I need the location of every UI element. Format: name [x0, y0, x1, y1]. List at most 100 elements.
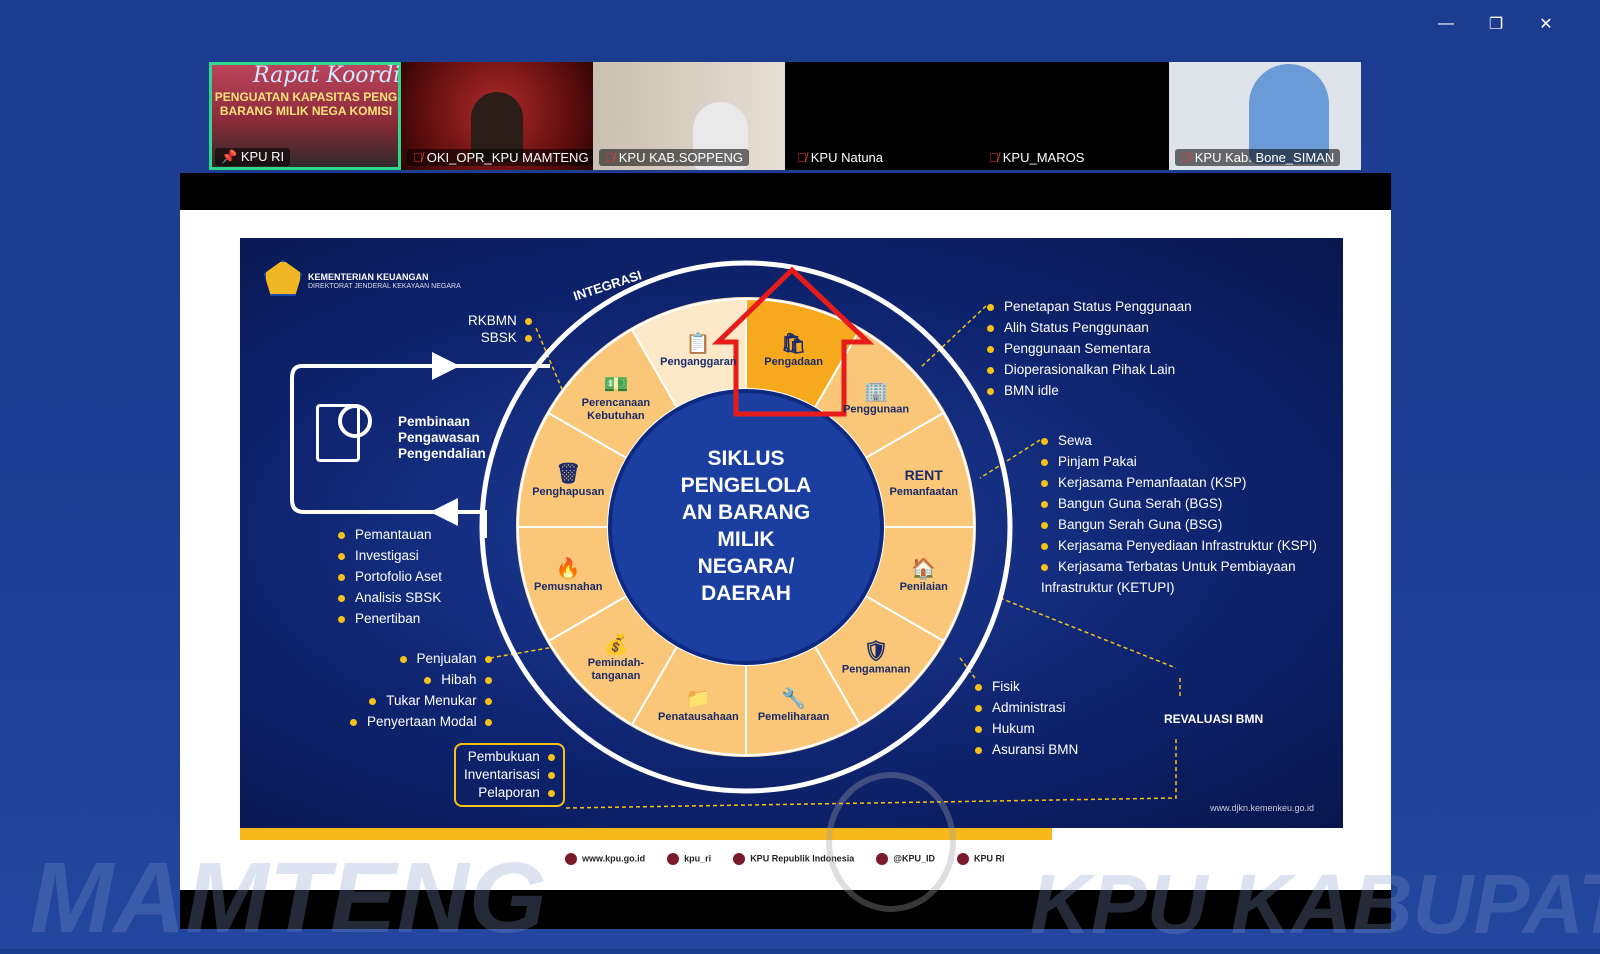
- list-item: Hibah: [350, 669, 492, 690]
- dashed-connector: [489, 645, 561, 659]
- participant-tile[interactable]: 🎙̸KPU Kab. Bone_SIMAN: [1169, 62, 1361, 170]
- list-item: Penyertaan Modal: [350, 711, 492, 732]
- segment-label: Pemeliharaan: [758, 711, 830, 723]
- participant-tile[interactable]: 🎙̸KPU KAB.SOPPENG: [593, 62, 785, 170]
- mic-muted-icon: 🎙̸: [989, 150, 999, 165]
- segment-icon: 🛡: [863, 640, 888, 663]
- watermark-text: MAMTENG: [30, 842, 547, 954]
- list-item: Pembukuan: [464, 748, 555, 766]
- list-item: Bangun Guna Serah (BGS): [1041, 493, 1341, 514]
- revaluasi-label: REVALUASI BMN: [1164, 712, 1264, 726]
- list-item: Pemantauan: [338, 524, 442, 545]
- list-item: Kerjasama Penyediaan Infrastruktur (KSPI…: [1041, 535, 1341, 556]
- note-rkbmn: RKBMN: [468, 312, 532, 329]
- list-item: Analisis SBSK: [338, 587, 442, 608]
- mic-muted-icon: 🎙̸: [797, 150, 807, 165]
- list-item: Kerjasama Pemanfaatan (KSP): [1041, 472, 1341, 493]
- center-title-line: MILIK: [717, 528, 774, 551]
- center-title-line: PENGELOLA: [681, 474, 812, 497]
- list-item: Inventarisasi: [464, 766, 555, 784]
- watermark-text: KPU KABUPATEN: [1030, 857, 1600, 951]
- list-item: Pelaporan: [464, 784, 555, 802]
- list-item: Penjualan: [350, 648, 492, 669]
- list-item: Kerjasama Terbatas Untuk Pembiayaan Infr…: [1041, 556, 1341, 598]
- list-item: Penggunaan Sementara: [987, 338, 1192, 359]
- list-item: Penetapan Status Penggunaan: [987, 296, 1192, 317]
- facebook-link: KPU Republik Indonesia: [733, 853, 854, 865]
- segment-label: tanganan: [591, 670, 640, 682]
- slide-frame: KEMENTERIAN KEUANGAN DIREKTORAT JENDERAL…: [180, 210, 1391, 890]
- slide: KEMENTERIAN KEUANGAN DIREKTORAT JENDERAL…: [240, 238, 1343, 828]
- segment-icon: 🔥: [556, 556, 581, 580]
- shared-screen: KEMENTERIAN KEUANGAN DIREKTORAT JENDERAL…: [180, 173, 1391, 929]
- center-circle: [608, 389, 884, 665]
- participant-tile[interactable]: 🎙̸KPU Natuna: [785, 62, 977, 170]
- globe-icon: [565, 853, 577, 865]
- participant-name: KPU_MAROS: [1002, 150, 1085, 165]
- pembinaan-line: Pengawasan: [398, 430, 480, 445]
- wheel-segment: [630, 297, 747, 409]
- segment-icon: 🏠: [911, 557, 936, 580]
- mic-muted-icon: 🎙̸: [605, 150, 615, 165]
- participant-name: KPU Kab. Bone_SIMAN: [1194, 150, 1335, 165]
- segment-label: Pemusnahan: [534, 581, 603, 593]
- mic-muted-icon: 🎙̸: [413, 150, 423, 165]
- flow-loop-line: [290, 364, 550, 538]
- segment-icon: 💵: [603, 374, 628, 396]
- center-title-line: AN BARANG: [682, 501, 810, 524]
- flow-arrow-right: [432, 352, 460, 380]
- note-sbsk: SBSK: [468, 329, 532, 346]
- pin-icon: 📌: [221, 149, 241, 164]
- participant-tile[interactable]: 🎙̸KPU_MAROS: [977, 62, 1169, 170]
- watermark-emblem: [826, 772, 956, 912]
- list-item: Hukum: [975, 718, 1078, 739]
- participant-name: OKI_OPR_KPU MAMTENG: [426, 150, 589, 165]
- segment-label: Penganggaran: [660, 356, 737, 368]
- restore-button[interactable]: ❐: [1488, 16, 1504, 33]
- org-subname: DIREKTORAT JENDERAL KEKAYAAN NEGARA: [308, 283, 461, 290]
- list-item: Tukar Menukar: [350, 690, 492, 711]
- segment-icon: 🗑: [556, 462, 581, 485]
- list-item: Dioperasionalkan Pihak Lain: [987, 359, 1192, 380]
- participant-video: [1249, 64, 1329, 164]
- list-item: Pinjam Pakai: [1041, 451, 1341, 472]
- dashed-connector: [979, 439, 1041, 479]
- pembinaan-line: Pembinaan: [398, 414, 471, 429]
- segment-label: Penatausahaan: [658, 711, 739, 723]
- participant-name: KPU Natuna: [810, 150, 884, 165]
- web-link: www.kpu.go.id: [565, 853, 645, 865]
- segment-icon: 📋: [686, 331, 711, 355]
- participant-name: KPU RI: [240, 149, 285, 164]
- participant-tile[interactable]: 🎙̸OKI_OPR_KPU MAMTENG: [401, 62, 593, 170]
- perencanaan-notes: RKBMN SBSK: [468, 312, 532, 346]
- list-item: Investigasi: [338, 545, 442, 566]
- tile-banner-text: Rapat Koordina: [253, 63, 401, 88]
- close-button[interactable]: ✕: [1539, 16, 1553, 33]
- youtube-link: KPU RI: [957, 853, 1005, 865]
- segment-label: Pengamanan: [842, 664, 911, 676]
- tile-banner-sub: PENGUATAN KAPASITAS PENG BARANG MILIK NE…: [214, 90, 398, 118]
- segment-label: Pengadaan: [764, 356, 823, 368]
- segment-label: Pemanfaatan: [889, 486, 958, 498]
- segment-icon: RENT: [905, 467, 944, 483]
- outer-ring: [479, 260, 1013, 794]
- dashed-connector: [919, 305, 987, 369]
- list-item: Alih Status Penggunaan: [987, 317, 1192, 338]
- center-title-line: SIKLUS: [707, 447, 784, 470]
- list-item: Bangun Serah Guna (BSG): [1041, 514, 1341, 535]
- pembinaan-heading: Pembinaan Pengawasan Pengendalian: [398, 414, 486, 462]
- participant-name: KPU KAB.SOPPENG: [618, 150, 744, 165]
- list-item: Sewa: [1041, 430, 1341, 451]
- segment-label: Perencanaan: [582, 397, 651, 409]
- segment-label: Penilaian: [900, 581, 949, 593]
- segment-icon: 🛍: [781, 332, 806, 355]
- minimize-button[interactable]: —: [1438, 15, 1454, 32]
- participant-tile[interactable]: Rapat Koordina PENGUATAN KAPASITAS PENG …: [209, 62, 401, 170]
- cycle-wheel: 🛍Pengadaan🏢PenggunaanRENTPemanfaatan🏠Pen…: [290, 260, 1181, 809]
